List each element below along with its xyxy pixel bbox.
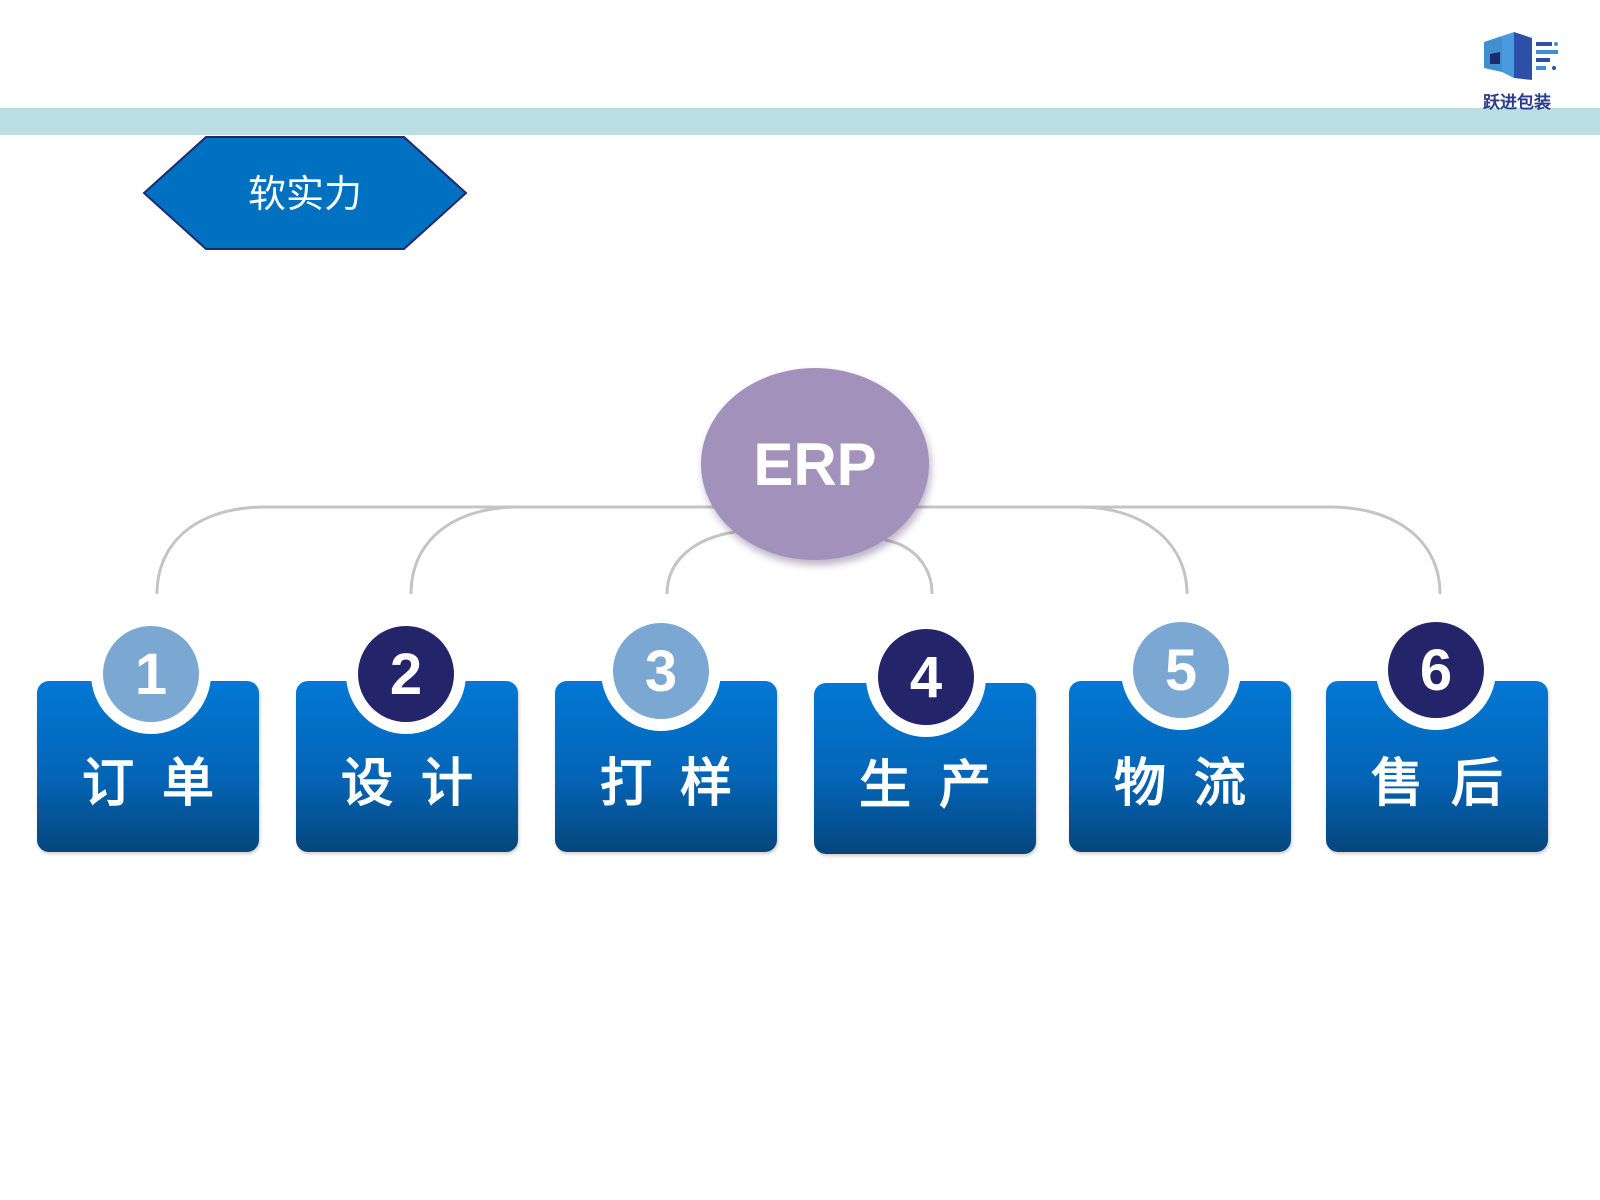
step-label: 物流 bbox=[1113, 754, 1274, 814]
connector-3 bbox=[665, 530, 736, 595]
step-number-badge: 1 bbox=[103, 626, 199, 722]
step-number-badge: 6 bbox=[1388, 622, 1484, 718]
logo-text: 跃进包装 bbox=[1483, 93, 1551, 113]
step-label: 售后 bbox=[1370, 754, 1531, 814]
step-card-4: 生产 bbox=[814, 683, 1036, 854]
step-number-badge: 2 bbox=[358, 626, 454, 722]
section-title: 软实力 bbox=[247, 171, 362, 216]
building-cube-logo-icon bbox=[1484, 32, 1558, 80]
step-badge-ring-4: 4 bbox=[866, 617, 986, 737]
step-badge-ring-6: 6 bbox=[1376, 610, 1496, 730]
erp-label: ERP bbox=[753, 430, 877, 498]
connector-4 bbox=[884, 538, 934, 595]
step-number-badge: 4 bbox=[878, 629, 974, 725]
connector-6 bbox=[910, 505, 1442, 595]
step-number-badge: 3 bbox=[613, 623, 709, 719]
connector-1 bbox=[155, 505, 720, 595]
step-card-1: 订单 bbox=[37, 681, 259, 852]
step-label: 生产 bbox=[858, 756, 1019, 816]
company-logo: 跃进包装 bbox=[1462, 28, 1582, 113]
step-badge-ring-5: 5 bbox=[1121, 610, 1241, 730]
step-card-3: 打样 bbox=[555, 681, 777, 852]
header-band bbox=[0, 108, 1600, 135]
connector-5 bbox=[910, 505, 1189, 595]
step-badge-ring-3: 3 bbox=[601, 611, 721, 731]
step-badge-ring-2: 2 bbox=[346, 614, 466, 734]
step-card-2: 设计 bbox=[296, 681, 518, 852]
step-label: 订单 bbox=[81, 754, 242, 814]
hexagon-shape bbox=[142, 136, 468, 250]
step-number-badge: 5 bbox=[1133, 622, 1229, 718]
connector-2 bbox=[409, 505, 720, 595]
step-badge-ring-1: 1 bbox=[91, 614, 211, 734]
step-label: 设计 bbox=[340, 754, 501, 814]
erp-root-node: ERP bbox=[701, 368, 929, 560]
step-label: 打样 bbox=[599, 754, 760, 814]
section-title-badge: 软实力 bbox=[142, 136, 468, 250]
